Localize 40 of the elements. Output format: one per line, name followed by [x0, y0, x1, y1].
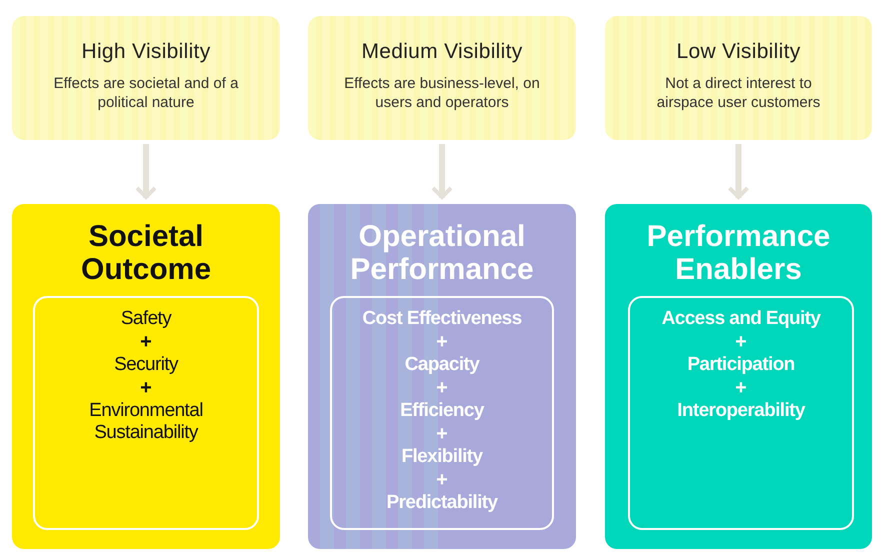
- metrics-box: [330, 296, 554, 530]
- metric-label: Participation: [686, 354, 796, 376]
- plus-sign: +: [435, 422, 449, 446]
- visibility-description: Effects are business-level, on users and operators: [343, 74, 541, 112]
- visibility-box: [12, 16, 280, 140]
- plus-sign: +: [734, 330, 748, 354]
- panel-title: Operational Performance: [349, 220, 535, 286]
- plus-sign: +: [435, 376, 449, 400]
- metric-label: Security: [113, 354, 180, 376]
- plus-sign: +: [139, 376, 153, 400]
- metric-label: Predictability: [386, 492, 499, 514]
- visibility-box: [308, 16, 576, 140]
- visibility-heading: High Visibility: [80, 40, 212, 64]
- visibility-box: [605, 16, 872, 140]
- arrow: [728, 144, 750, 199]
- arrow: [135, 144, 157, 199]
- plus-sign: +: [435, 468, 449, 492]
- panel-title: Societal Outcome: [80, 220, 212, 286]
- plus-sign: +: [139, 330, 153, 354]
- metric-label: Access and Equity: [660, 308, 822, 330]
- category-panel: [605, 204, 872, 549]
- category-panel: [308, 204, 576, 549]
- plus-sign: +: [734, 376, 748, 400]
- arrow: [431, 144, 453, 199]
- category-panel: [12, 204, 280, 549]
- metrics-box: [628, 296, 854, 530]
- metric-label: Efficiency: [399, 400, 486, 422]
- metric-label: Capacity: [404, 354, 481, 376]
- metric-label: Flexibility: [400, 446, 484, 468]
- metric-label: Environmental Sustainability: [88, 400, 204, 444]
- metric-label: Cost Effectiveness: [361, 308, 523, 330]
- visibility-heading: Medium Visibility: [360, 40, 524, 64]
- metric-label: Interoperability: [676, 400, 806, 422]
- visibility-heading: Low Visibility: [675, 40, 802, 64]
- visibility-description: Effects are societal and of a political nature: [52, 74, 240, 112]
- plus-sign: +: [435, 330, 449, 354]
- panel-title: Performance Enablers: [646, 220, 832, 286]
- metric-label: Safety: [120, 308, 173, 330]
- metrics-box: [33, 296, 259, 530]
- visibility-description: Not a direct interest to airspace user customers: [656, 74, 822, 112]
